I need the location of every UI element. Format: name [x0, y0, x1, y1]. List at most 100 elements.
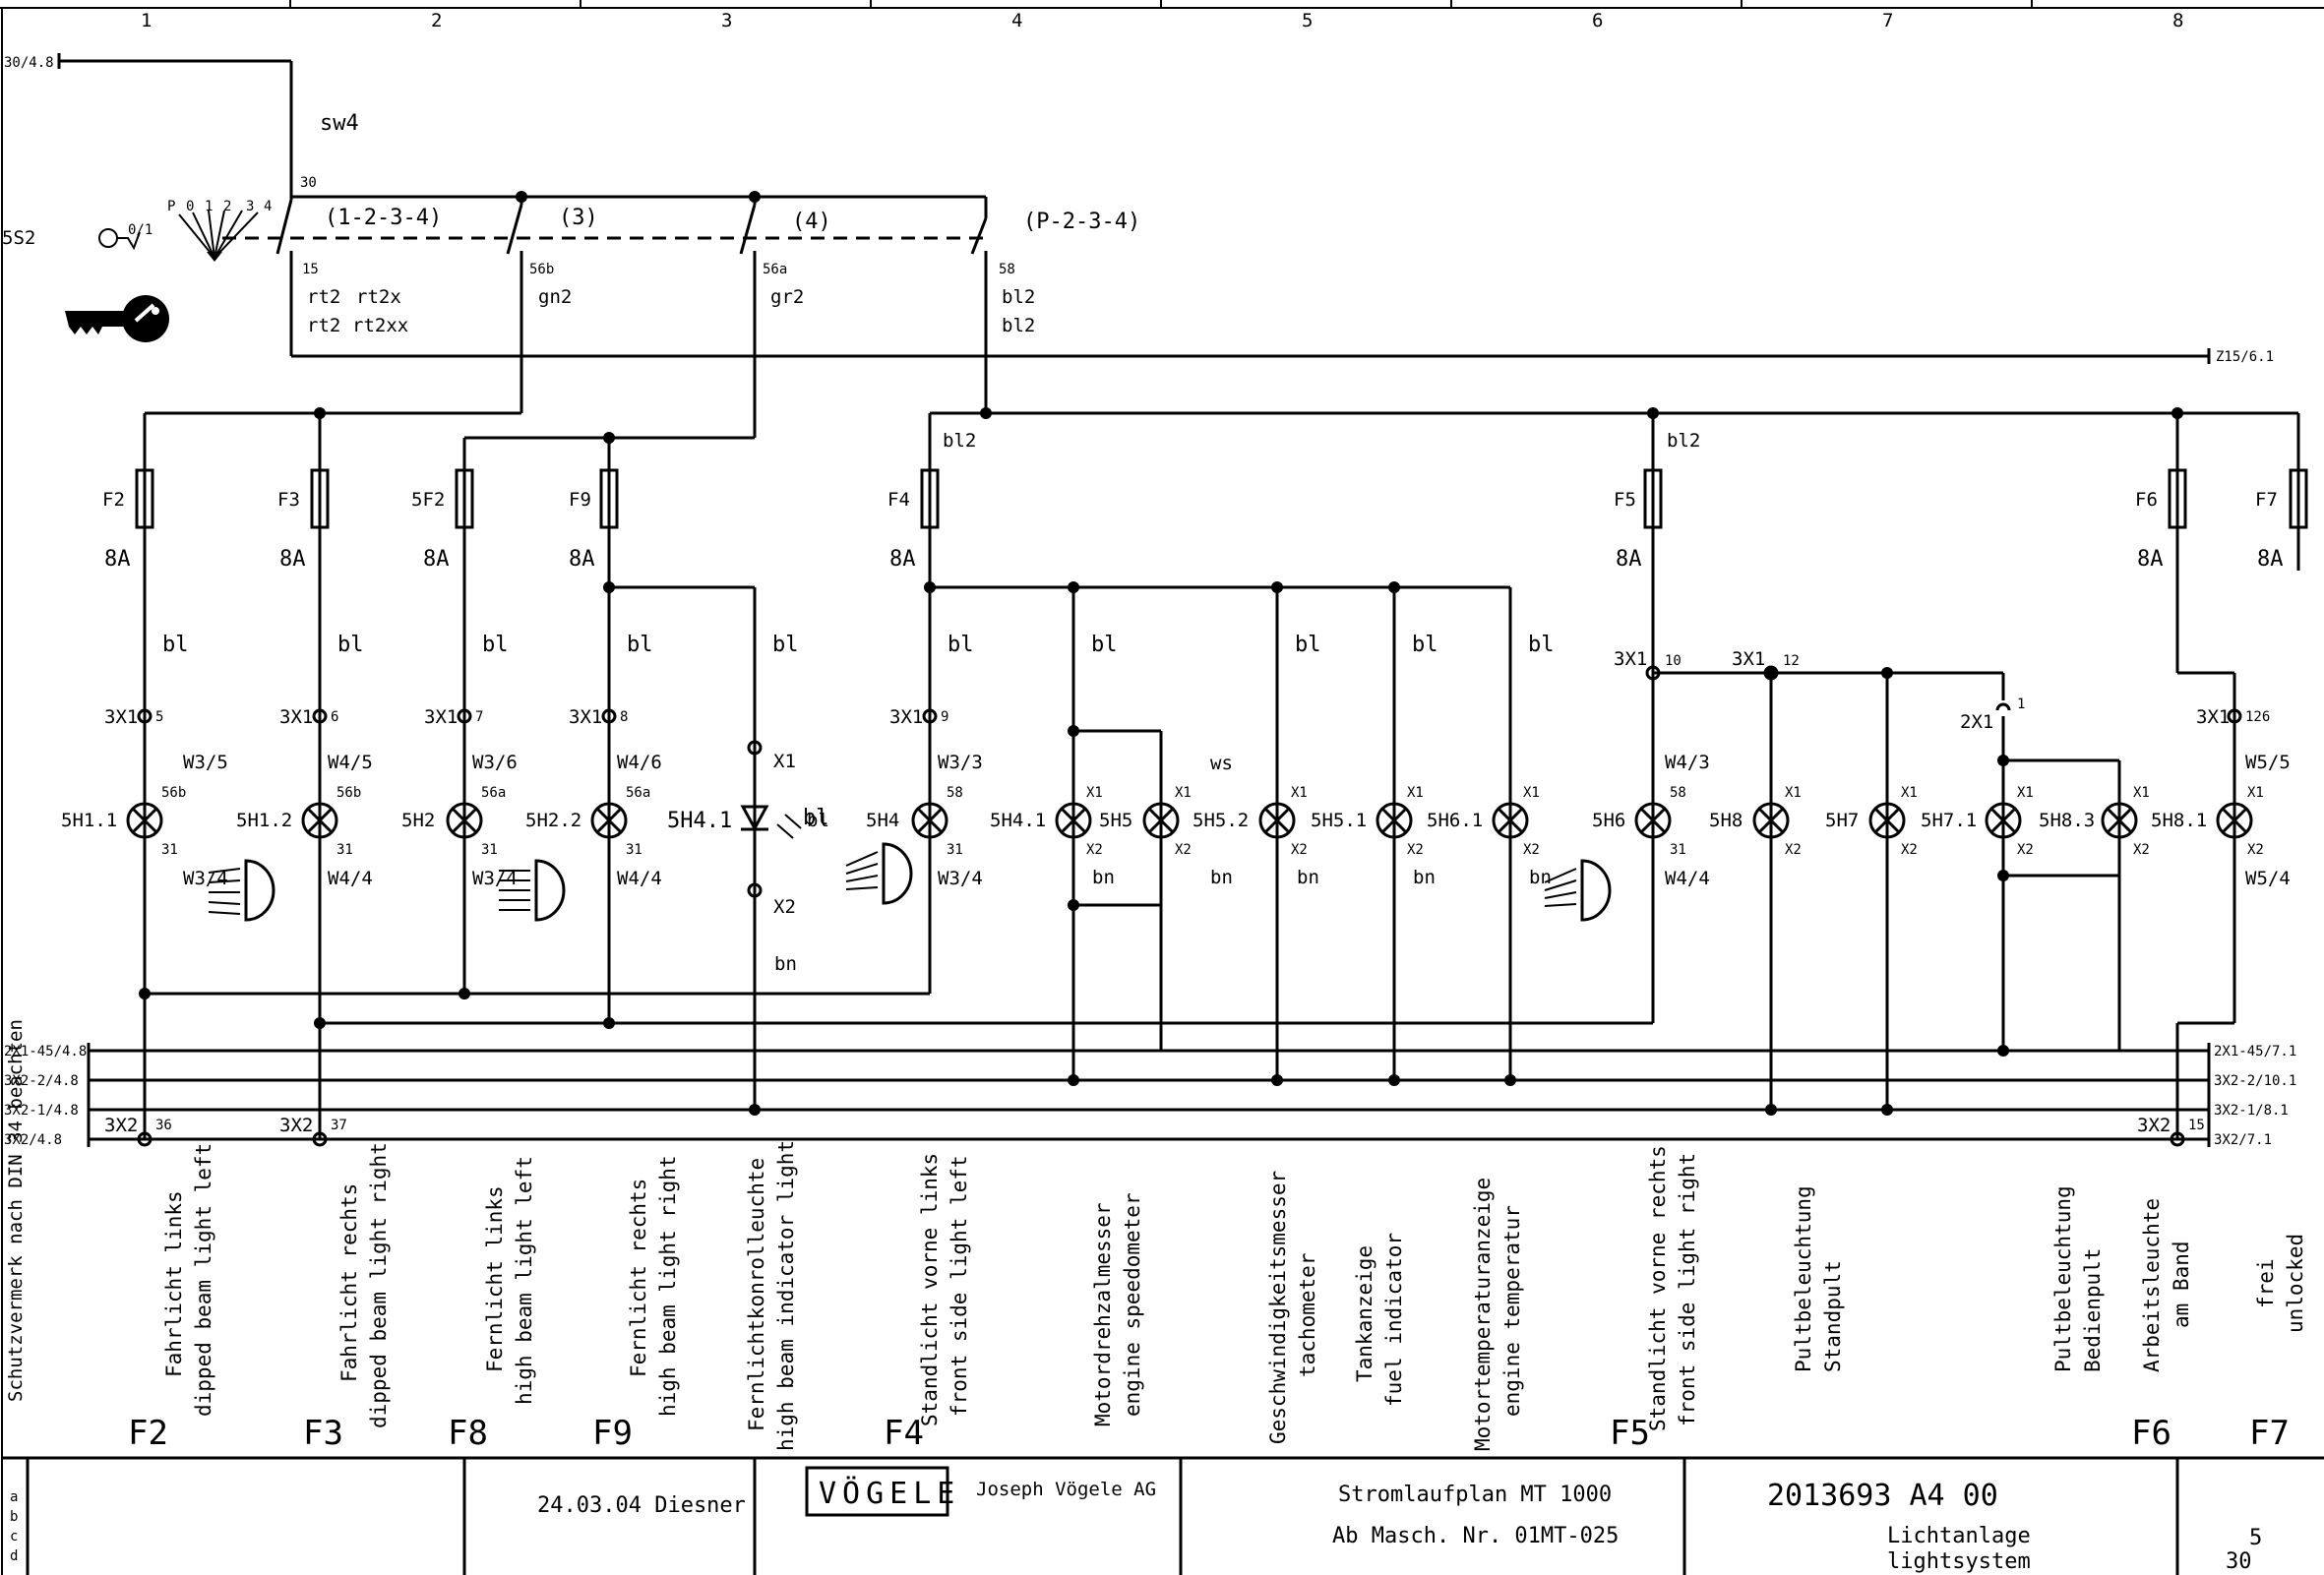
wire-number: W3/4	[472, 868, 518, 889]
lamp-5H7.1	[1985, 802, 2022, 839]
fuse-designator: F3	[303, 1414, 343, 1453]
subject-de: Lichtanlage	[1887, 1524, 2031, 1548]
wire-bl: bl	[337, 633, 364, 657]
lamp-label: 5H7.1	[1921, 810, 1977, 831]
terminal-number: 9	[941, 709, 948, 725]
ref-30: 30/4.8	[4, 55, 54, 71]
fuses	[135, 468, 2308, 529]
position-label: 4	[264, 199, 272, 214]
wire-bl: bl	[482, 633, 509, 657]
headlamp-icon	[845, 842, 913, 905]
lamp-label: 5H4	[866, 810, 899, 831]
terminal-strip: 3X1	[104, 706, 138, 728]
wire-color: bl2	[1002, 315, 1035, 336]
fuse-designator: F4	[884, 1414, 924, 1453]
column-number: 6	[1592, 10, 1603, 31]
wire-number: W3/5	[183, 752, 228, 773]
wire-color: rt2xx	[352, 315, 408, 336]
led-indicator	[740, 740, 802, 898]
position-fan	[178, 210, 259, 262]
date-author: 24.03.04 Diesner	[537, 1493, 746, 1518]
position-label: 2	[223, 199, 231, 214]
lamp-label: 5H8.3	[2039, 810, 2095, 831]
lamp-5H8.1	[2216, 802, 2253, 839]
pin-label: 31	[336, 842, 353, 858]
fuse-label: F7	[2255, 489, 2278, 511]
company-logo: VÖGELE	[819, 1476, 960, 1511]
fuse-label: 5F2	[411, 489, 445, 511]
wire-number: W4/4	[1665, 868, 1710, 889]
sheet-number: 5	[2249, 1526, 2262, 1550]
ignition-key-switch: 30/4.8 sw4 30 (1-2-3-4) (3) (4) (P-2-3-4…	[2, 53, 1140, 438]
wire-number: W3/3	[938, 752, 983, 773]
terminals	[137, 665, 2242, 1147]
pin-label: X1	[2017, 785, 2034, 801]
wire-sw4: sw4	[320, 111, 359, 136]
title-block	[2, 1456, 2324, 1575]
wire-number: W4/4	[617, 868, 662, 889]
lamp-label: 5H4.1	[990, 810, 1046, 831]
pin-label: X2	[1901, 842, 1918, 858]
revision-row: a	[10, 1489, 18, 1505]
fuse-designator: F6	[2131, 1414, 2171, 1453]
terminal-strip: 2X1	[1960, 711, 1993, 733]
lamp-label: 5H7	[1825, 810, 1859, 831]
machine-number: Ab Masch. Nr. 01MT-025	[1332, 1524, 1619, 1548]
terminal-56b: 56b	[529, 262, 554, 277]
fuse-ratings: 8A 8A 8A 8A 8A 8A 8A 8A	[104, 547, 2284, 572]
lamp-5H7	[1868, 802, 1906, 839]
lamp-label: 5H8.1	[2151, 810, 2207, 831]
pin-label: X2	[1407, 842, 1424, 858]
fuse-designator: F9	[592, 1414, 633, 1453]
fuse-designator: F8	[448, 1414, 488, 1453]
branches	[139, 527, 2300, 1139]
description: Motortemperaturanzeige	[1471, 1178, 1495, 1451]
lamp-5H5.1	[1258, 802, 1296, 839]
lamp-label: 5H5.2	[1193, 810, 1249, 831]
description: high beam light right	[656, 1155, 680, 1417]
bottom-fuse-labels: F2 F3 F8 F9 F4 F5 F6 F7	[128, 1414, 2290, 1453]
column-numbers: 1 2 3 4 5 6 7 8	[141, 10, 2183, 31]
column-number: 1	[141, 10, 152, 31]
bus-ref-left: 3X2-2/4.8	[4, 1073, 79, 1089]
lamp-label: 5H2	[401, 810, 435, 831]
wire-color: rt2	[307, 286, 340, 308]
terminal-strip: 3X1	[424, 706, 458, 728]
revision-row: c	[10, 1529, 18, 1545]
description: frei	[2254, 1258, 2278, 1308]
wire-number: W5/5	[2245, 752, 2291, 773]
pin-label: X1	[1523, 785, 1540, 801]
column-number: 8	[2172, 10, 2183, 31]
terminal-number: 10	[1665, 653, 1682, 669]
lamp-label: 5H8	[1709, 810, 1743, 831]
description: dipped beam light left	[192, 1143, 215, 1417]
wire-bn-labels: bn bn bn bn bn bn	[774, 867, 1552, 975]
description: dipped beam light right	[367, 1142, 391, 1428]
description: Motordrehzalmesser	[1091, 1202, 1115, 1426]
wire-number: W3/6	[472, 752, 518, 773]
description: high beam indicator light	[774, 1140, 798, 1451]
bus-ref-right: 3X2-1/8.1	[2214, 1103, 2289, 1119]
bus-ref-left: 2X1-45/4.8	[4, 1044, 87, 1060]
pin-label: 31	[161, 842, 178, 858]
fuse-designator: F5	[1610, 1414, 1650, 1453]
pin-label: X2	[2247, 842, 2264, 858]
description: Standlicht vorne links	[918, 1153, 942, 1426]
switch-group: (P-2-3-4)	[1023, 210, 1140, 234]
revision-row: b	[10, 1509, 18, 1525]
fuse-rating: 8A	[279, 547, 306, 572]
column-number: 3	[721, 10, 732, 31]
description: Fernlicht links	[483, 1185, 507, 1372]
pin-label: X2	[1175, 842, 1192, 858]
terminal-strip: 3X1	[1614, 648, 1647, 670]
wire-bl2: bl2	[943, 430, 976, 452]
terminal-56a: 56a	[763, 262, 787, 277]
bus-ref-right: 3X2/7.1	[2214, 1132, 2272, 1148]
description: Fahrlicht links	[162, 1190, 186, 1377]
wire-bl: bl	[1091, 633, 1118, 657]
description: Standlicht vorne rechts	[1646, 1145, 1670, 1431]
terminal-number: 5	[155, 709, 163, 725]
terminal-number: 7	[475, 709, 483, 725]
fuse-label: F9	[569, 489, 591, 511]
